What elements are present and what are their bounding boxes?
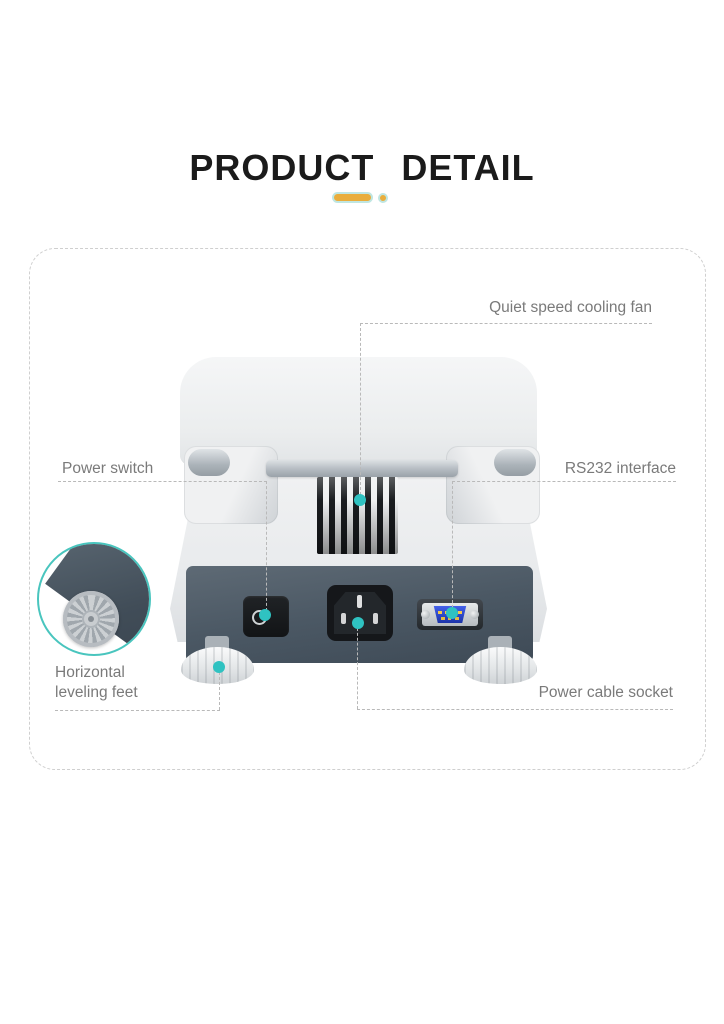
callout-dot-cooling-fan bbox=[354, 494, 366, 506]
leveling-foot-knob-detail bbox=[63, 591, 119, 647]
rs232-screw-left bbox=[421, 610, 430, 619]
hinge-bar bbox=[266, 460, 458, 477]
product-detail-frame bbox=[29, 248, 706, 770]
left-hinge-roller bbox=[188, 449, 230, 476]
callout-line-leveling-feet-h bbox=[55, 710, 220, 711]
leveling-foot-center-dot bbox=[88, 616, 94, 622]
leveling-foot-hub bbox=[82, 610, 100, 628]
right-hinge-roller bbox=[494, 449, 536, 476]
cooling-vent-shade bbox=[317, 477, 398, 554]
callout-dot-power-socket bbox=[352, 617, 364, 629]
callout-dot-power-switch bbox=[259, 609, 271, 621]
label-power-switch: Power switch bbox=[62, 460, 154, 477]
callout-line-cooling-fan-v bbox=[360, 323, 361, 495]
callout-line-cooling-fan-h bbox=[360, 323, 652, 324]
label-rs232: RS232 interface bbox=[564, 460, 676, 477]
callout-dot-leveling-feet bbox=[213, 661, 225, 673]
callout-line-power-switch-h bbox=[58, 481, 267, 482]
power-inlet bbox=[327, 585, 393, 641]
label-cooling-fan: Quiet speed cooling fan bbox=[489, 299, 652, 316]
page-title: PRODUCT DETAIL bbox=[189, 147, 535, 188]
foot-detail-magnifier-circle bbox=[37, 542, 151, 656]
callout-line-rs232-v bbox=[452, 481, 453, 608]
label-power-cable-socket: Power cable socket bbox=[538, 684, 673, 701]
power-inlet-pin-earth bbox=[357, 595, 362, 608]
right-leveling-foot bbox=[464, 647, 537, 684]
cooling-vent bbox=[317, 477, 398, 554]
callout-line-rs232-h bbox=[452, 481, 676, 482]
title-underline-bar bbox=[332, 192, 373, 203]
callout-line-leveling-feet-v bbox=[219, 672, 220, 710]
callout-line-power-socket-v bbox=[357, 628, 358, 709]
label-leveling-feet: Horizontal leveling feet bbox=[55, 664, 138, 701]
title-underline bbox=[0, 192, 722, 203]
callout-line-power-switch-v bbox=[266, 481, 267, 611]
power-inlet-pin-left bbox=[341, 613, 346, 624]
power-inlet-pin-right bbox=[373, 613, 378, 624]
rs232-screw-right bbox=[470, 610, 479, 619]
callout-line-power-socket-h bbox=[357, 709, 673, 710]
title-underline-dot bbox=[378, 192, 388, 203]
callout-dot-rs232 bbox=[446, 607, 458, 619]
